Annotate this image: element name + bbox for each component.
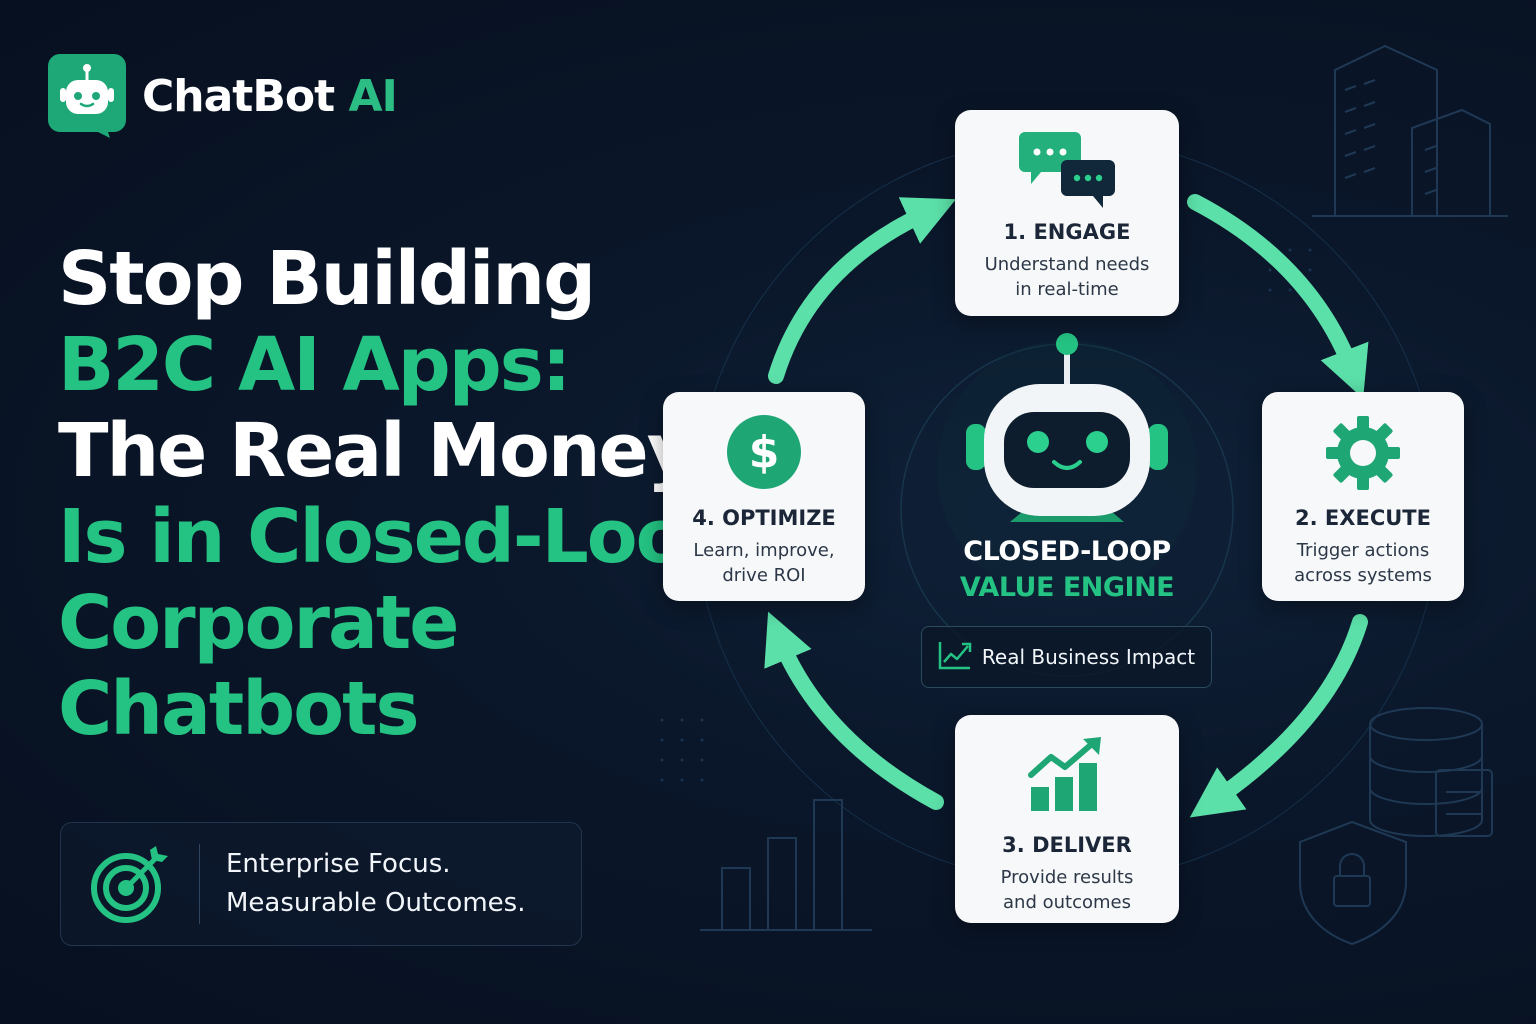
impact-badge: Real Business Impact xyxy=(921,626,1212,688)
trend-line-icon xyxy=(938,640,972,674)
headline-line-2: B2C AI Apps: xyxy=(58,322,571,408)
step-card-deliver: 3. DELIVER Provide results and outcomes xyxy=(955,715,1179,923)
arrow-engage-to-execute xyxy=(1187,194,1369,399)
step-card-execute: 2. EXECUTE Trigger actions across system… xyxy=(1262,392,1464,601)
step-title-deliver: 3. DELIVER xyxy=(1002,833,1132,857)
headline-line-3: The Real Money xyxy=(58,408,695,494)
impact-label: Real Business Impact xyxy=(981,645,1196,669)
feature-line-1: Enterprise Focus. xyxy=(226,849,451,879)
arrow-deliver-to-optimize xyxy=(764,611,944,810)
brand-name: ChatBot AI xyxy=(142,70,398,122)
headline-line-5: Corporate xyxy=(58,580,459,666)
arrow-execute-to-deliver xyxy=(1189,614,1368,818)
buildings-icon xyxy=(1312,44,1508,217)
brand-name-primary: ChatBot xyxy=(142,70,335,122)
arrow-optimize-to-engage xyxy=(768,197,956,384)
feature-line-2: Measurable Outcomes. xyxy=(226,888,526,918)
step-desc-optimize: Learn, improve, drive ROI xyxy=(693,538,834,588)
step-title-execute: 2. EXECUTE xyxy=(1295,506,1431,530)
center-title: CLOSED-LOOP VALUE ENGINE xyxy=(900,534,1234,606)
brand-header: ChatBot AI xyxy=(48,54,398,138)
step-card-optimize: $ 4. OPTIMIZE Learn, improve, drive ROI xyxy=(663,392,865,601)
svg-text:$: $ xyxy=(749,427,780,478)
dot-grid-left xyxy=(660,718,704,782)
chatbot-logo-icon xyxy=(48,54,126,138)
headline: Stop Building B2C AI Apps: The Real Mone… xyxy=(58,236,737,752)
step-desc-engage-line-2: in real-time xyxy=(1015,279,1119,300)
headline-line-4: Is in Closed-Loop xyxy=(58,494,737,580)
background-bars-icon xyxy=(700,799,872,931)
step-desc-execute-line-1: Trigger actions xyxy=(1296,540,1430,561)
gear-icon xyxy=(1324,414,1402,496)
center-title-line-1: CLOSED-LOOP xyxy=(963,536,1171,567)
step-desc-optimize-line-2: drive ROI xyxy=(722,565,806,586)
feature-text: Enterprise Focus. Measurable Outcomes. xyxy=(200,845,525,923)
step-desc-execute: Trigger actions across systems xyxy=(1294,538,1432,588)
step-title-optimize: 4. OPTIMIZE xyxy=(692,506,836,530)
step-desc-deliver-line-1: Provide results xyxy=(1000,867,1134,888)
dollar-icon: $ xyxy=(726,414,802,494)
step-desc-execute-line-2: across systems xyxy=(1294,565,1432,586)
step-desc-deliver-line-2: and outcomes xyxy=(1003,892,1131,913)
chat-bubbles-icon xyxy=(1019,130,1115,214)
database-icon xyxy=(1369,707,1493,837)
shield-lock-icon xyxy=(1299,820,1407,946)
feature-divider xyxy=(199,844,200,924)
center-title-line-2: VALUE ENGINE xyxy=(959,572,1175,603)
step-card-engage: 1. ENGAGE Understand needs in real-time xyxy=(955,110,1179,316)
step-desc-engage: Understand needs in real-time xyxy=(985,252,1150,302)
step-desc-engage-line-1: Understand needs xyxy=(984,254,1150,275)
step-title-engage: 1. ENGAGE xyxy=(1003,220,1131,244)
feature-box: Enterprise Focus. Measurable Outcomes. xyxy=(60,822,582,946)
robot-mascot-icon xyxy=(966,333,1168,522)
step-desc-deliver: Provide results and outcomes xyxy=(1001,865,1134,915)
headline-line-1: Stop Building xyxy=(58,236,596,322)
headline-line-6: Chatbots xyxy=(58,666,420,752)
step-desc-optimize-line-1: Learn, improve, xyxy=(693,540,835,561)
growth-chart-icon xyxy=(1027,737,1107,819)
target-icon xyxy=(61,823,199,945)
brand-name-accent: AI xyxy=(348,70,397,122)
